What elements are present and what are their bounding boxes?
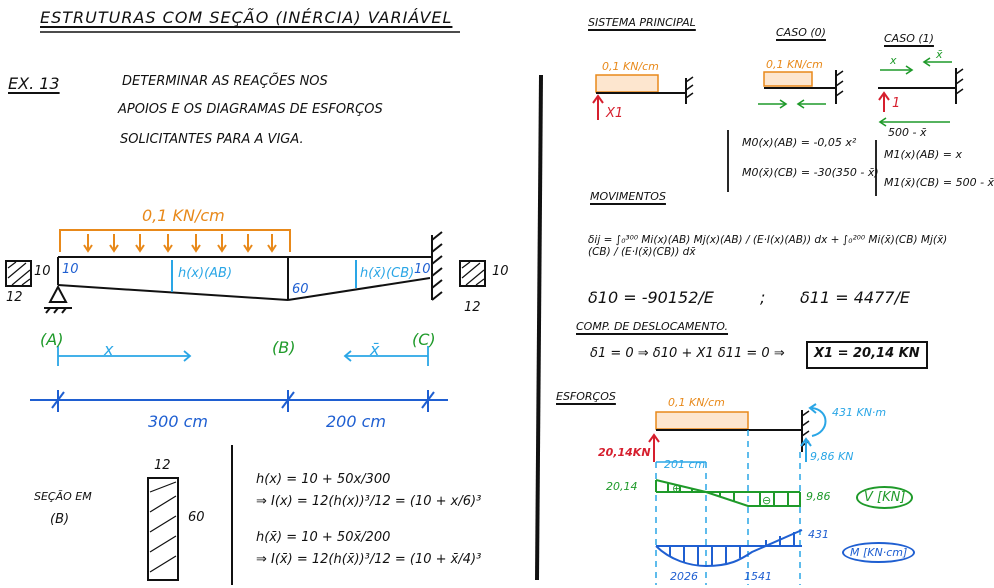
section-right-hatch xyxy=(461,261,485,286)
load-label: 0,1 KN/cm xyxy=(142,206,225,225)
moment-diagram xyxy=(655,529,803,568)
formula-i-ab: ⇒ I(x) = 12(h(x))³/12 = (10 + x/6)³ xyxy=(256,494,482,509)
lecture-notes-page: { "title": "ESTRUTURAS COM SEÇÃO (INÉRCI… xyxy=(5,8,994,585)
section-right-rect xyxy=(459,260,486,287)
moment-zero-value: 1541 xyxy=(744,570,772,583)
page-title: ESTRUTURAS COM SEÇÃO (INÉRCIA) VARIÁVEL xyxy=(40,8,453,27)
delta-sep: ; xyxy=(760,288,766,307)
esforcos-beam xyxy=(648,403,827,463)
section-label-2: (B) xyxy=(50,512,70,527)
section-height: 60 xyxy=(188,510,205,525)
m0-cb-formula: M0(x̄)(CB) = -30(350 - x̄) xyxy=(742,166,879,179)
page-divider xyxy=(535,74,543,581)
c1-500-label: 500 - x̄ xyxy=(888,126,927,139)
one-label: 1 xyxy=(892,96,901,111)
shear-minus: ⊖ xyxy=(762,494,772,507)
caso1-drawing xyxy=(878,57,964,127)
delta-11: δ11 = 4477/E xyxy=(800,288,910,307)
m1-cb-formula: M1(x̄)(CB) = 500 - x̄ xyxy=(884,176,994,189)
shear-plus: ⊕ xyxy=(672,482,682,495)
moment-max-value: 2026 xyxy=(670,570,698,583)
es-load-label: 0,1 KN/cm xyxy=(668,396,725,409)
span-bc-label: 200 cm xyxy=(326,412,387,431)
section-b-rect xyxy=(147,477,179,581)
sec-left-h: 10 xyxy=(34,264,51,279)
m1-ab-formula: M1(x)(AB) = x xyxy=(884,148,962,161)
sp-load-label: 0,1 KN/cm xyxy=(602,60,659,73)
x1-label: X1 xyxy=(606,106,624,121)
c0-load-label: 0,1 KN/cm xyxy=(766,58,823,71)
point-c-label: (C) xyxy=(412,330,436,349)
variable-beam xyxy=(57,256,432,301)
x-coordinate xyxy=(57,346,429,366)
dimension-line xyxy=(30,390,448,412)
sistema-principal-title: SISTEMA PRINCIPAL xyxy=(588,16,696,29)
drawing-layer xyxy=(5,31,964,585)
coord-xbar-label: x̄ xyxy=(370,340,380,359)
movimentos-title: MOVIMENTOS xyxy=(590,190,666,203)
section-left-rect xyxy=(5,260,32,287)
c1-xbar-label: x̄ xyxy=(936,48,943,61)
distributed-load xyxy=(59,229,291,253)
h-right-label: 10 xyxy=(414,262,431,277)
shear-diagram xyxy=(655,479,801,507)
formula-h-ab: h(x) = 10 + 50x/300 xyxy=(256,472,391,487)
point-b-label: (B) xyxy=(272,338,296,357)
span-ab-label: 300 cm xyxy=(148,412,209,431)
m0-ab-formula: M0(x)(AB) = -0,05 x² xyxy=(742,136,857,149)
h-left-label: 10 xyxy=(62,262,79,277)
section-label-1: SEÇÃO EM xyxy=(34,490,92,503)
statement-line-1: DETERMINAR AS REAÇÕES NOS xyxy=(122,74,328,89)
statement-line-2: APOIOS E OS DIAGRAMAS DE ESFORÇOS xyxy=(118,102,383,117)
sistema-principal-drawing xyxy=(592,74,694,120)
reaction-c-force: 9,86 KN xyxy=(810,450,854,463)
caso0-drawing xyxy=(758,70,844,109)
reaction-a: 20,14KN xyxy=(598,446,651,459)
dashed-guides xyxy=(655,430,801,585)
sec-right-h: 10 xyxy=(492,264,509,279)
h-cb-label: h(x̄)(CB) xyxy=(360,266,415,281)
section-left-hatch xyxy=(7,261,31,286)
example-label: EX. 13 xyxy=(8,74,60,93)
shear-left-value: 20,14 xyxy=(606,480,638,493)
formula-h-cb: h(x̄) = 10 + 50x̄/200 xyxy=(256,530,391,545)
sec-left-b: 12 xyxy=(6,290,23,305)
section-b-hatch xyxy=(149,481,177,573)
formula-i-cb: ⇒ I(x̄) = 12(h(x̄))³/12 = (10 + x̄/4)³ xyxy=(256,552,482,567)
moment-right-value: 431 xyxy=(808,528,829,541)
h-ab-label: h(x)(AB) xyxy=(178,266,233,281)
esforcos-title: ESFORÇOS xyxy=(556,390,616,403)
shear-diagram-label: V [KN] xyxy=(856,486,914,509)
zero-shear-distance: 201 cm xyxy=(664,458,706,471)
coord-x-label: x xyxy=(104,340,114,359)
x1-result: X1 = 20,14 KN xyxy=(814,346,920,361)
h-mid-label: 60 xyxy=(292,282,309,297)
point-a-label: (A) xyxy=(40,330,64,349)
statement-line-3: SOLICITANTES PARA A VIGA. xyxy=(120,132,304,147)
caso0-title: CASO (0) xyxy=(776,26,826,39)
shear-right-value: 9,86 xyxy=(806,490,831,503)
caso1-title: CASO (1) xyxy=(884,32,934,45)
pin-support-a xyxy=(44,284,72,314)
comp-title: COMP. DE DESLOCAMENTO. xyxy=(576,320,729,333)
compat-equation: δ1 = 0 ⇒ δ10 + X1 δ11 = 0 ⇒ xyxy=(590,346,785,361)
moment-diagram-label: M [KN·cm] xyxy=(842,542,916,563)
delta-ij-formula: δij = ∫₀³⁰⁰ Mi(x)(AB) Mj(x)(AB) / (E·I(x… xyxy=(588,234,948,258)
section-width: 12 xyxy=(154,458,171,473)
sec-right-b: 12 xyxy=(464,300,481,315)
c1-x-label: x xyxy=(890,54,897,67)
result-box xyxy=(806,341,928,369)
reaction-c-moment: 431 KN·m xyxy=(832,406,887,419)
fixed-support-c xyxy=(431,231,443,301)
delta-10: δ10 = -90152/E xyxy=(588,288,714,307)
